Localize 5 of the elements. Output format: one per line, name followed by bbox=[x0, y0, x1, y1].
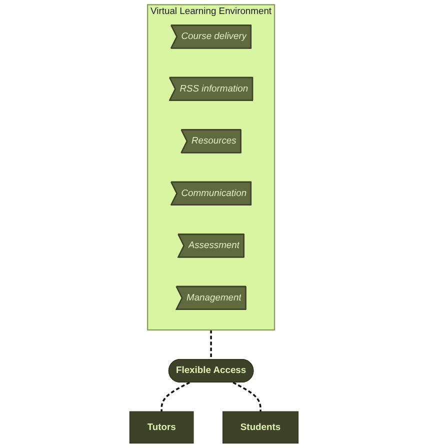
connector bbox=[160, 382, 190, 412]
connector bbox=[210, 330, 212, 360]
connector bbox=[232, 382, 262, 412]
node-box: Students bbox=[222, 411, 299, 444]
node-box: Tutors bbox=[129, 411, 194, 444]
